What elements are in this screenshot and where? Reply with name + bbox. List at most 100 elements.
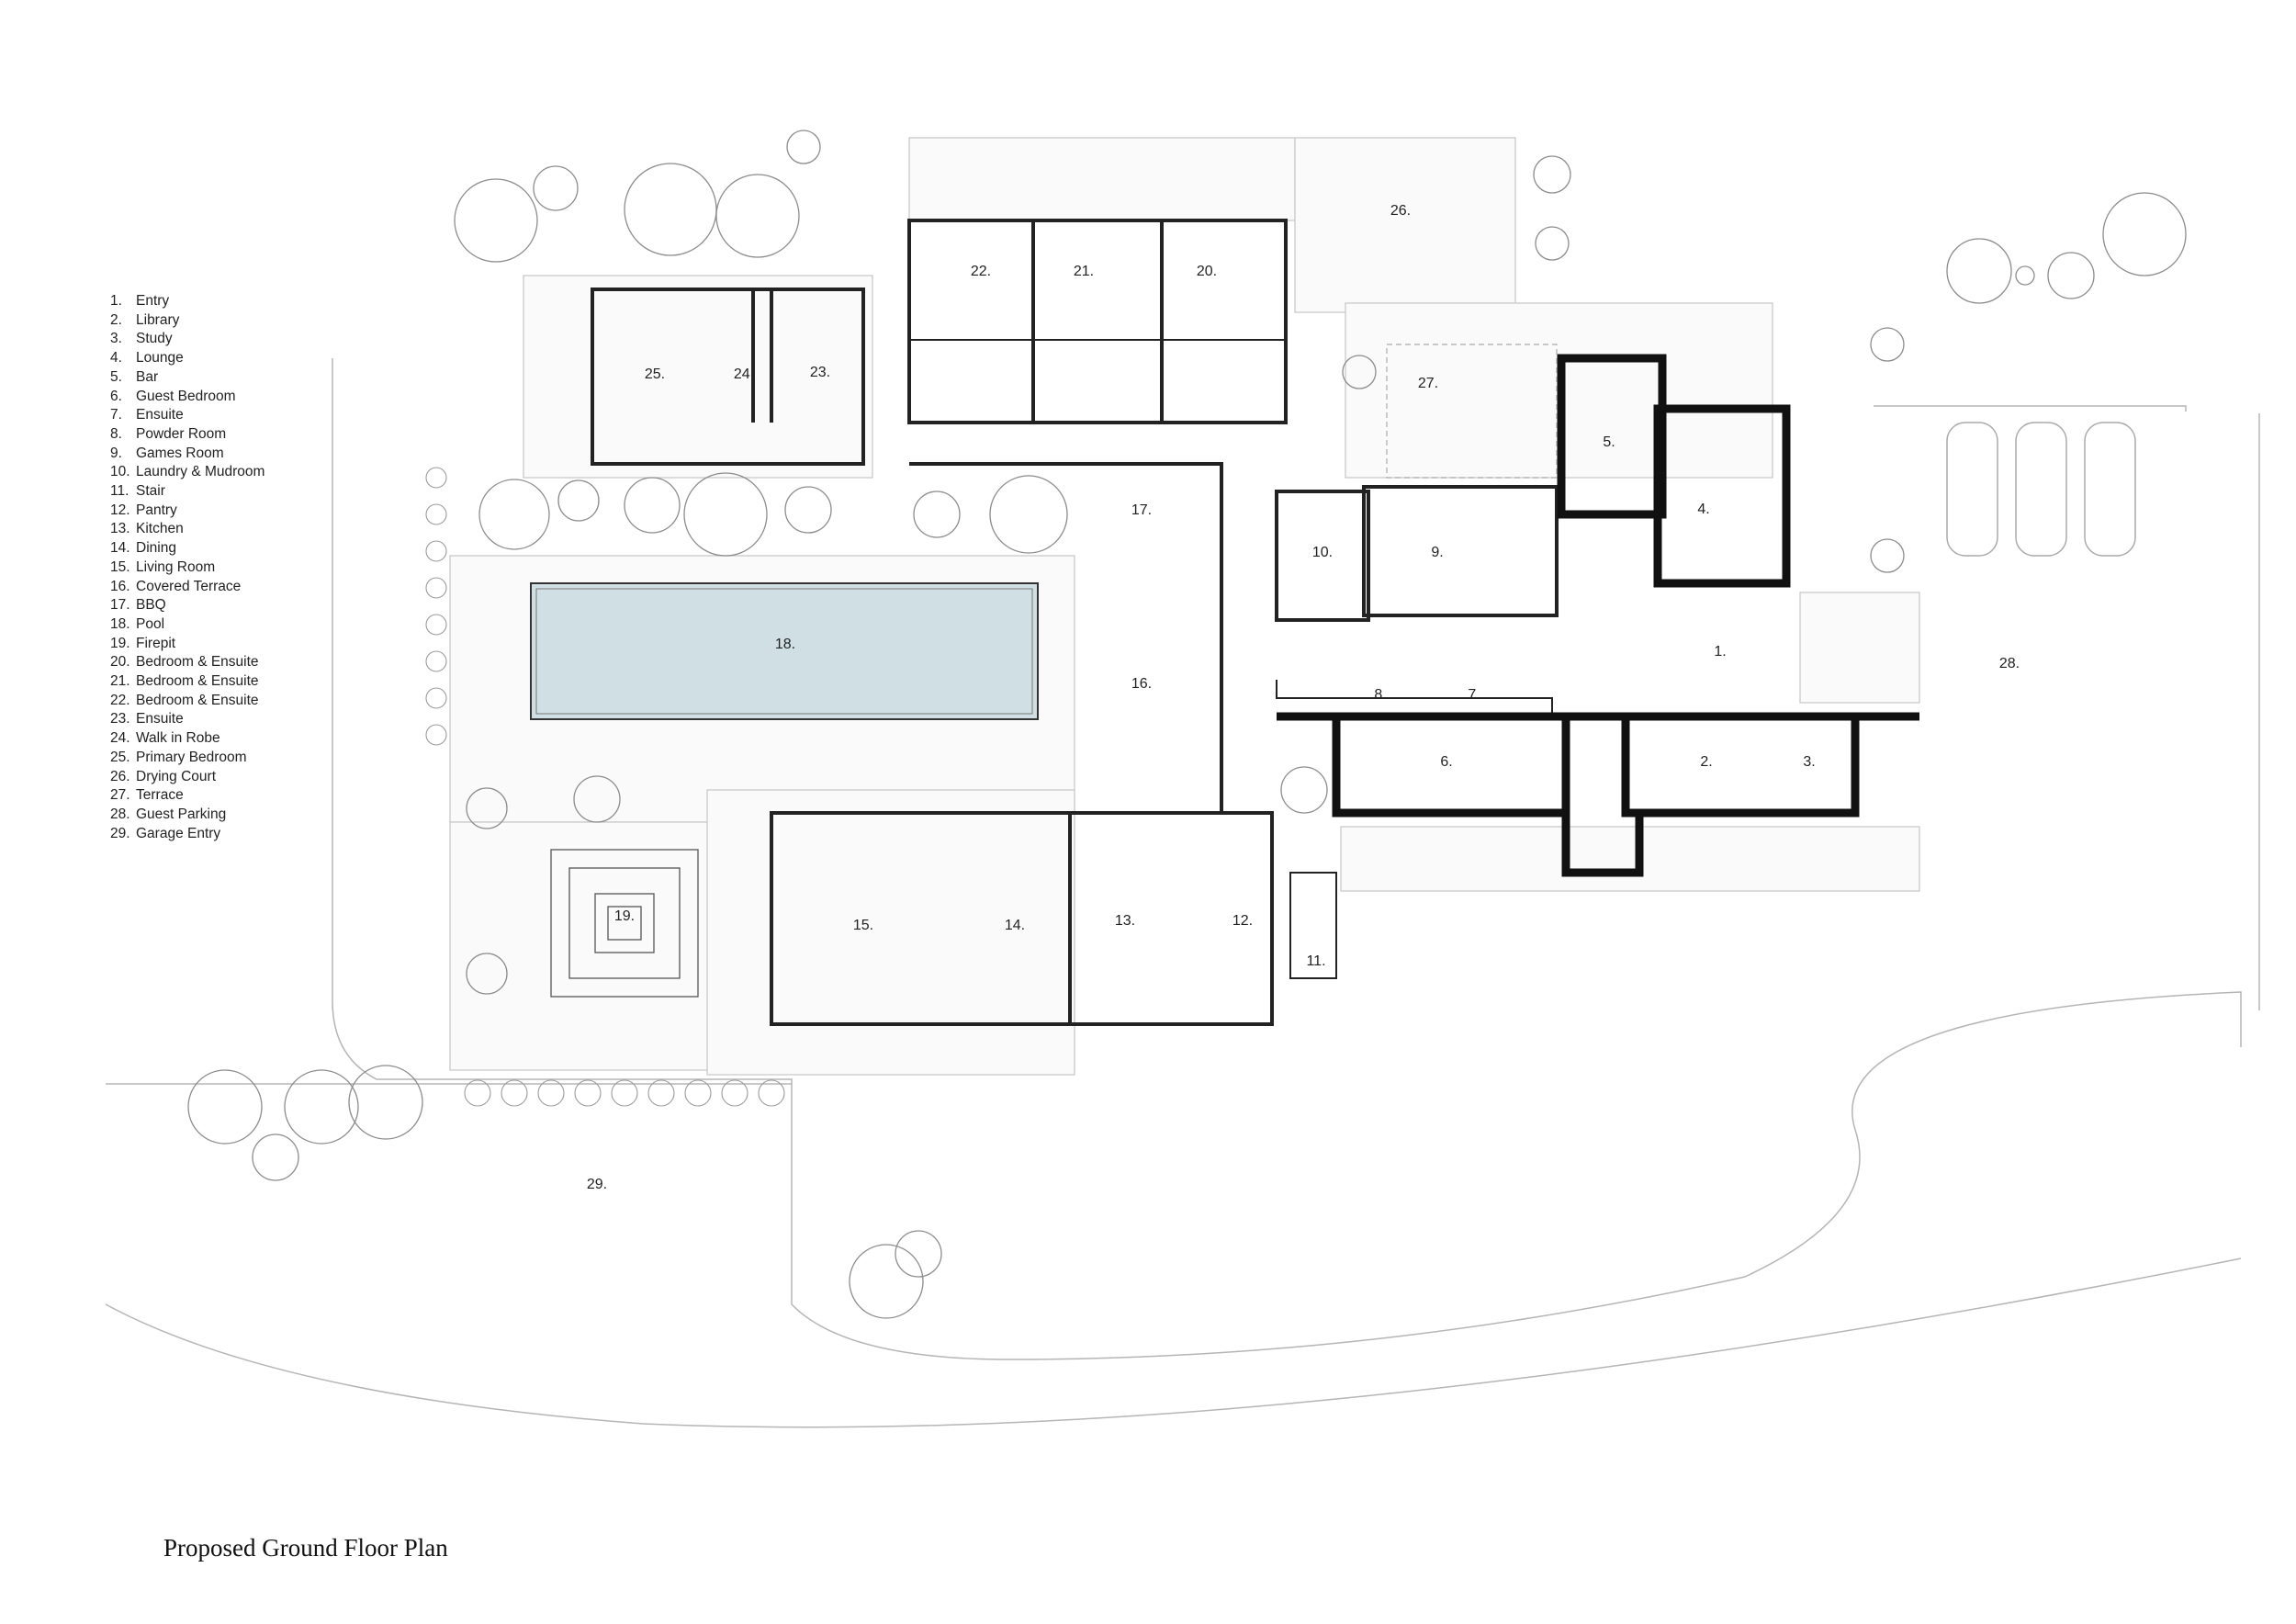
- legend-number: 17.: [110, 597, 130, 614]
- legend-item: 17. BBQ: [110, 596, 264, 615]
- room-label-29: 29.: [587, 1177, 607, 1192]
- room-label-2: 2.: [1700, 754, 1712, 770]
- legend-number: 19.: [110, 635, 130, 651]
- legend-number: 26.: [110, 768, 130, 784]
- room-label-21: 21.: [1074, 264, 1094, 279]
- legend-number: 28.: [110, 806, 130, 822]
- legend-number: 7.: [110, 407, 122, 423]
- legend-number: 14.: [110, 540, 130, 557]
- legend-number: 24.: [110, 730, 130, 747]
- legend-item: 25.Primary Bedroom: [110, 749, 264, 768]
- legend-number: 12.: [110, 502, 130, 518]
- legend-room-name: Primary Bedroom: [136, 749, 247, 765]
- legend-item: 12. Pantry: [110, 502, 264, 521]
- room-label-20: 20.: [1197, 264, 1217, 279]
- room-label-26: 26.: [1390, 203, 1411, 219]
- room-label-8: 8.: [1374, 687, 1386, 703]
- legend-item: 22. Bedroom & Ensuite: [110, 692, 264, 711]
- legend-item: 14. Dining: [110, 539, 264, 558]
- room-label-10: 10.: [1312, 545, 1333, 560]
- room-label-5: 5.: [1603, 434, 1615, 450]
- legend-number: 29.: [110, 825, 130, 841]
- legend-number: 4.: [110, 350, 122, 367]
- room-label-19: 19.: [614, 908, 635, 924]
- legend-item: 8. Powder Room: [110, 425, 264, 445]
- legend-room-name: BBQ: [136, 597, 166, 614]
- legend-room-name: Guest Bedroom: [136, 388, 236, 404]
- legend-item: 2. Library: [110, 311, 264, 331]
- room-labels: 1. 2. 3. 4. 5. 6. 7. 8. 9. 10. 11. 12. 1…: [587, 203, 2020, 1192]
- room-label-25: 25.: [645, 367, 665, 382]
- legend-number: 11.: [110, 483, 129, 500]
- legend-room-name: Pool: [136, 615, 165, 632]
- legend-number: 16.: [110, 578, 130, 594]
- legend-item: 13.Kitchen: [110, 520, 264, 539]
- legend-room-name: Bedroom & Ensuite: [136, 692, 259, 708]
- legend-item: 18. Pool: [110, 615, 264, 635]
- legend-room-name: Drying Court: [136, 768, 216, 784]
- room-label-16: 16.: [1131, 676, 1152, 692]
- legend-item: 3.Study: [110, 330, 264, 349]
- legend-item: 20. Bedroom & Ensuite: [110, 653, 264, 672]
- legend-number: 18.: [110, 615, 130, 632]
- legend-room-name: Garage Entry: [136, 825, 221, 841]
- legend-number: 20.: [110, 654, 130, 671]
- legend-item: 21.Bedroom & Ensuite: [110, 672, 264, 692]
- legend-item: 27.Terrace: [110, 786, 264, 806]
- legend-number: 6.: [110, 388, 122, 404]
- legend-number: 3.: [110, 331, 122, 347]
- legend-room-name: Laundry & Mudroom: [136, 464, 265, 480]
- legend-number: 1.: [110, 293, 122, 309]
- legend-item: 28. Guest Parking: [110, 806, 264, 825]
- legend-room-name: Powder Room: [136, 425, 227, 442]
- room-label-13: 13.: [1115, 913, 1135, 929]
- legend-number: 15.: [110, 558, 130, 575]
- legend-item: 4. Lounge: [110, 349, 264, 368]
- legend-item: 11. Stair: [110, 482, 264, 502]
- legend-item: 19. Firepit: [110, 635, 264, 654]
- room-label-18: 18.: [775, 637, 795, 652]
- room-label-12: 12.: [1232, 913, 1253, 929]
- legend-item: 7. Ensuite: [110, 406, 264, 425]
- room-label-28: 28.: [1999, 656, 2020, 671]
- legend-room-name: Lounge: [136, 350, 184, 367]
- legend-room-name: Ensuite: [136, 407, 184, 423]
- legend-room-name: Dining: [136, 540, 176, 557]
- legend-room-name: Entry: [136, 293, 170, 309]
- room-label-3: 3.: [1803, 754, 1815, 770]
- legend-number: 2.: [110, 311, 122, 328]
- room-label-4: 4.: [1697, 502, 1709, 517]
- room-label-7: 7.: [1468, 687, 1480, 703]
- legend-room-name: Firepit: [136, 635, 176, 651]
- drawing-title: Proposed Ground Floor Plan: [163, 1534, 448, 1562]
- legend-item: 23.Ensuite: [110, 710, 264, 729]
- legend-number: 5.: [110, 368, 122, 385]
- legend-number: 10.: [110, 464, 130, 480]
- pool: [530, 582, 1039, 720]
- room-label-17: 17.: [1131, 502, 1152, 518]
- room-label-14: 14.: [1005, 918, 1025, 933]
- legend-room-name: Games Room: [136, 445, 224, 461]
- legend-item: 15.Living Room: [110, 558, 264, 578]
- legend-number: 8.: [110, 425, 122, 442]
- room-label-22: 22.: [971, 264, 991, 279]
- legend-item: 1. Entry: [110, 292, 264, 311]
- legend-room-name: Bedroom & Ensuite: [136, 654, 259, 671]
- legend-room-name: Stair: [136, 483, 165, 500]
- legend-room-name: Ensuite: [136, 711, 184, 727]
- paving-north: [908, 137, 1296, 221]
- legend-number: 21.: [110, 673, 130, 690]
- legend-room-name: Terrace: [136, 787, 184, 804]
- legend-item: 5.Bar: [110, 368, 264, 388]
- room-label-9: 9.: [1431, 545, 1443, 560]
- legend-item: 9.Games Room: [110, 445, 264, 464]
- firepit: [550, 849, 699, 998]
- legend-room-name: Library: [136, 311, 180, 328]
- legend-item: 10. Laundry & Mudroom: [110, 463, 264, 482]
- legend-room-name: Pantry: [136, 502, 177, 518]
- room-label-24: 24.: [734, 367, 754, 382]
- legend-number: 22.: [110, 692, 130, 708]
- legend-room-name: Guest Parking: [136, 806, 227, 822]
